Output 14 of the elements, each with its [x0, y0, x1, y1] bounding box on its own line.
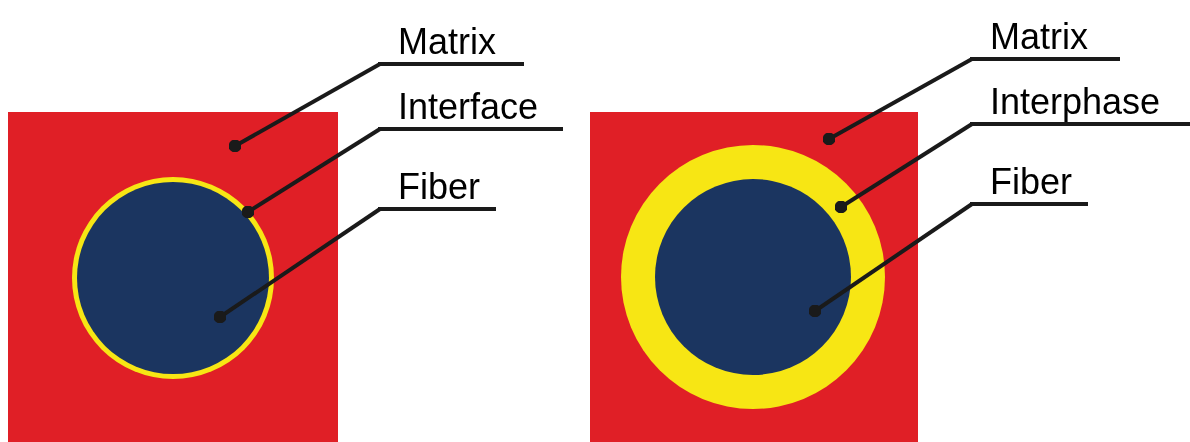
part-label: Matrix [970, 17, 1120, 61]
leader-line [241, 127, 382, 219]
leader-line [228, 62, 381, 153]
matrix-square [8, 112, 338, 442]
part-label: Interface [378, 87, 563, 131]
leader-line [213, 207, 382, 324]
part-label: Fiber [970, 162, 1088, 206]
leader-line [808, 202, 974, 318]
leader-line [834, 122, 974, 214]
part-label: Fiber [378, 167, 496, 211]
leader-line [822, 57, 973, 146]
part-label: Interphase [970, 82, 1190, 126]
part-label: Matrix [378, 22, 524, 66]
matrix-square [590, 112, 918, 442]
